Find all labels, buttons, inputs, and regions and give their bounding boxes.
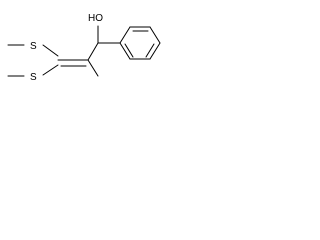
- methyl-branch-bond: [87, 59, 99, 77]
- molecule-structure: HO S S: [7, 13, 161, 83]
- s-bond-top-to-alkene: [42, 44, 59, 57]
- sulfur-top-label: S: [30, 41, 37, 52]
- sulfur-bottom-label: S: [30, 72, 37, 83]
- phenyl-bond-6: [119, 42, 131, 60]
- phenyl-inner-2: [145, 43, 155, 58]
- phenyl-bond-4: [149, 42, 161, 60]
- phenyl-bond-1: [119, 26, 131, 44]
- c-c-to-carbinol: [87, 42, 99, 61]
- s-bond-bottom-to-alkene: [42, 64, 59, 76]
- phenyl-bond-3: [149, 26, 161, 44]
- hydroxyl-label: HO: [88, 13, 103, 24]
- structure-canvas: HO S S: [0, 0, 198, 101]
- phenyl-inner-3: [124, 43, 134, 58]
